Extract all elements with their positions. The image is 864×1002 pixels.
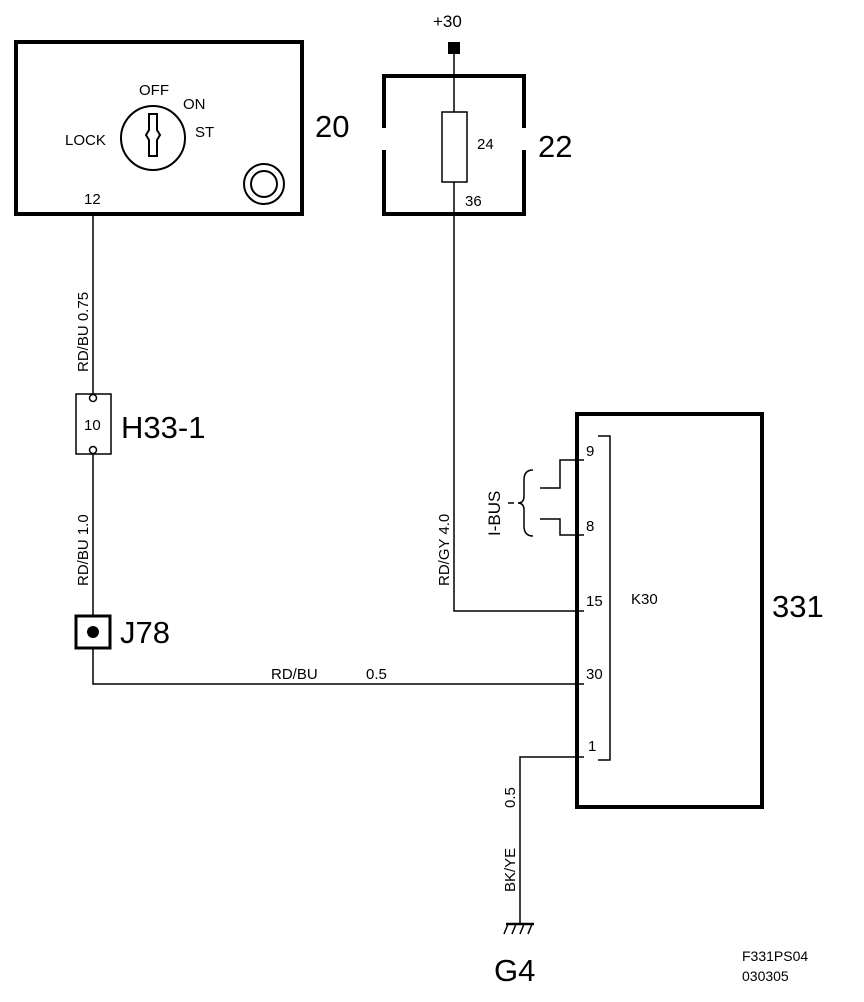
ground-hatch-1 xyxy=(503,923,509,935)
ground-hatch-4 xyxy=(527,923,533,935)
splice-j78-label: J78 xyxy=(120,615,170,650)
connector-h33-pin-bottom xyxy=(88,445,98,455)
position-off-label: OFF xyxy=(139,82,169,99)
position-st-label: ST xyxy=(195,124,214,141)
module-pin-9: 9 xyxy=(586,443,594,460)
connector-h33-label: H33-1 xyxy=(121,410,205,445)
immobilizer-ring-inner xyxy=(250,170,278,198)
wire-label-w1: RD/BU 0.75 xyxy=(75,292,92,372)
module-k30-label: K30 xyxy=(631,591,658,608)
module-331-number: 331 xyxy=(772,589,824,624)
ibus-brace xyxy=(517,469,534,537)
module-connector-bracket xyxy=(598,435,611,761)
module-pin-8: 8 xyxy=(586,518,594,535)
wire-label-w5-color: BK/YE xyxy=(502,848,519,892)
ibus-label: I-BUS xyxy=(485,491,504,536)
module-pin-15: 15 xyxy=(586,593,603,610)
ignition-switch-number: 20 xyxy=(315,109,349,144)
wire-label-w2: RD/BU 1.0 xyxy=(75,514,92,586)
ground-hatch-2 xyxy=(511,923,517,935)
connector-h33-pin: 10 xyxy=(84,417,101,434)
ibus-wire-pin8 xyxy=(540,518,584,536)
wire-module-to-ground xyxy=(519,756,584,918)
key-slot-icon xyxy=(144,113,162,157)
wire-label-w3-size: 0.5 xyxy=(366,666,387,683)
module-pin-1: 1 xyxy=(588,738,596,755)
ignition-pin-label: 12 xyxy=(84,191,101,208)
position-on-label: ON xyxy=(183,96,206,113)
immobilizer-ring-outer xyxy=(243,163,285,205)
fuse-box-pin-label: 36 xyxy=(465,193,482,210)
module-pin-30: 30 xyxy=(586,666,603,683)
ground-hatch-3 xyxy=(519,923,525,935)
fuse-number: 24 xyxy=(477,136,494,153)
footer-date: 030305 xyxy=(742,968,789,984)
module-331-box xyxy=(575,412,764,809)
fuse-box-number: 22 xyxy=(538,129,572,164)
lock-cylinder xyxy=(120,105,186,171)
ignition-switch-box xyxy=(14,40,304,216)
wire-label-w5-size: 0.5 xyxy=(502,787,519,808)
wire-label-w4: RD/GY 4.0 xyxy=(436,514,453,586)
position-lock-label: LOCK xyxy=(65,132,106,149)
fuse xyxy=(441,111,468,183)
wire-fuse-to-module xyxy=(453,182,584,612)
footer-code: F331PS04 xyxy=(742,948,808,964)
splice-j78-dot xyxy=(87,626,99,638)
ground-label: G4 xyxy=(494,953,535,988)
supply-terminal xyxy=(448,42,460,54)
wire-label-w3-color: RD/BU xyxy=(271,666,318,683)
wire-j78-to-module xyxy=(92,648,584,685)
supply-label: +30 xyxy=(433,12,462,31)
connector-h33-pin-top xyxy=(88,393,98,403)
ibus-wire-pin9 xyxy=(540,459,584,489)
